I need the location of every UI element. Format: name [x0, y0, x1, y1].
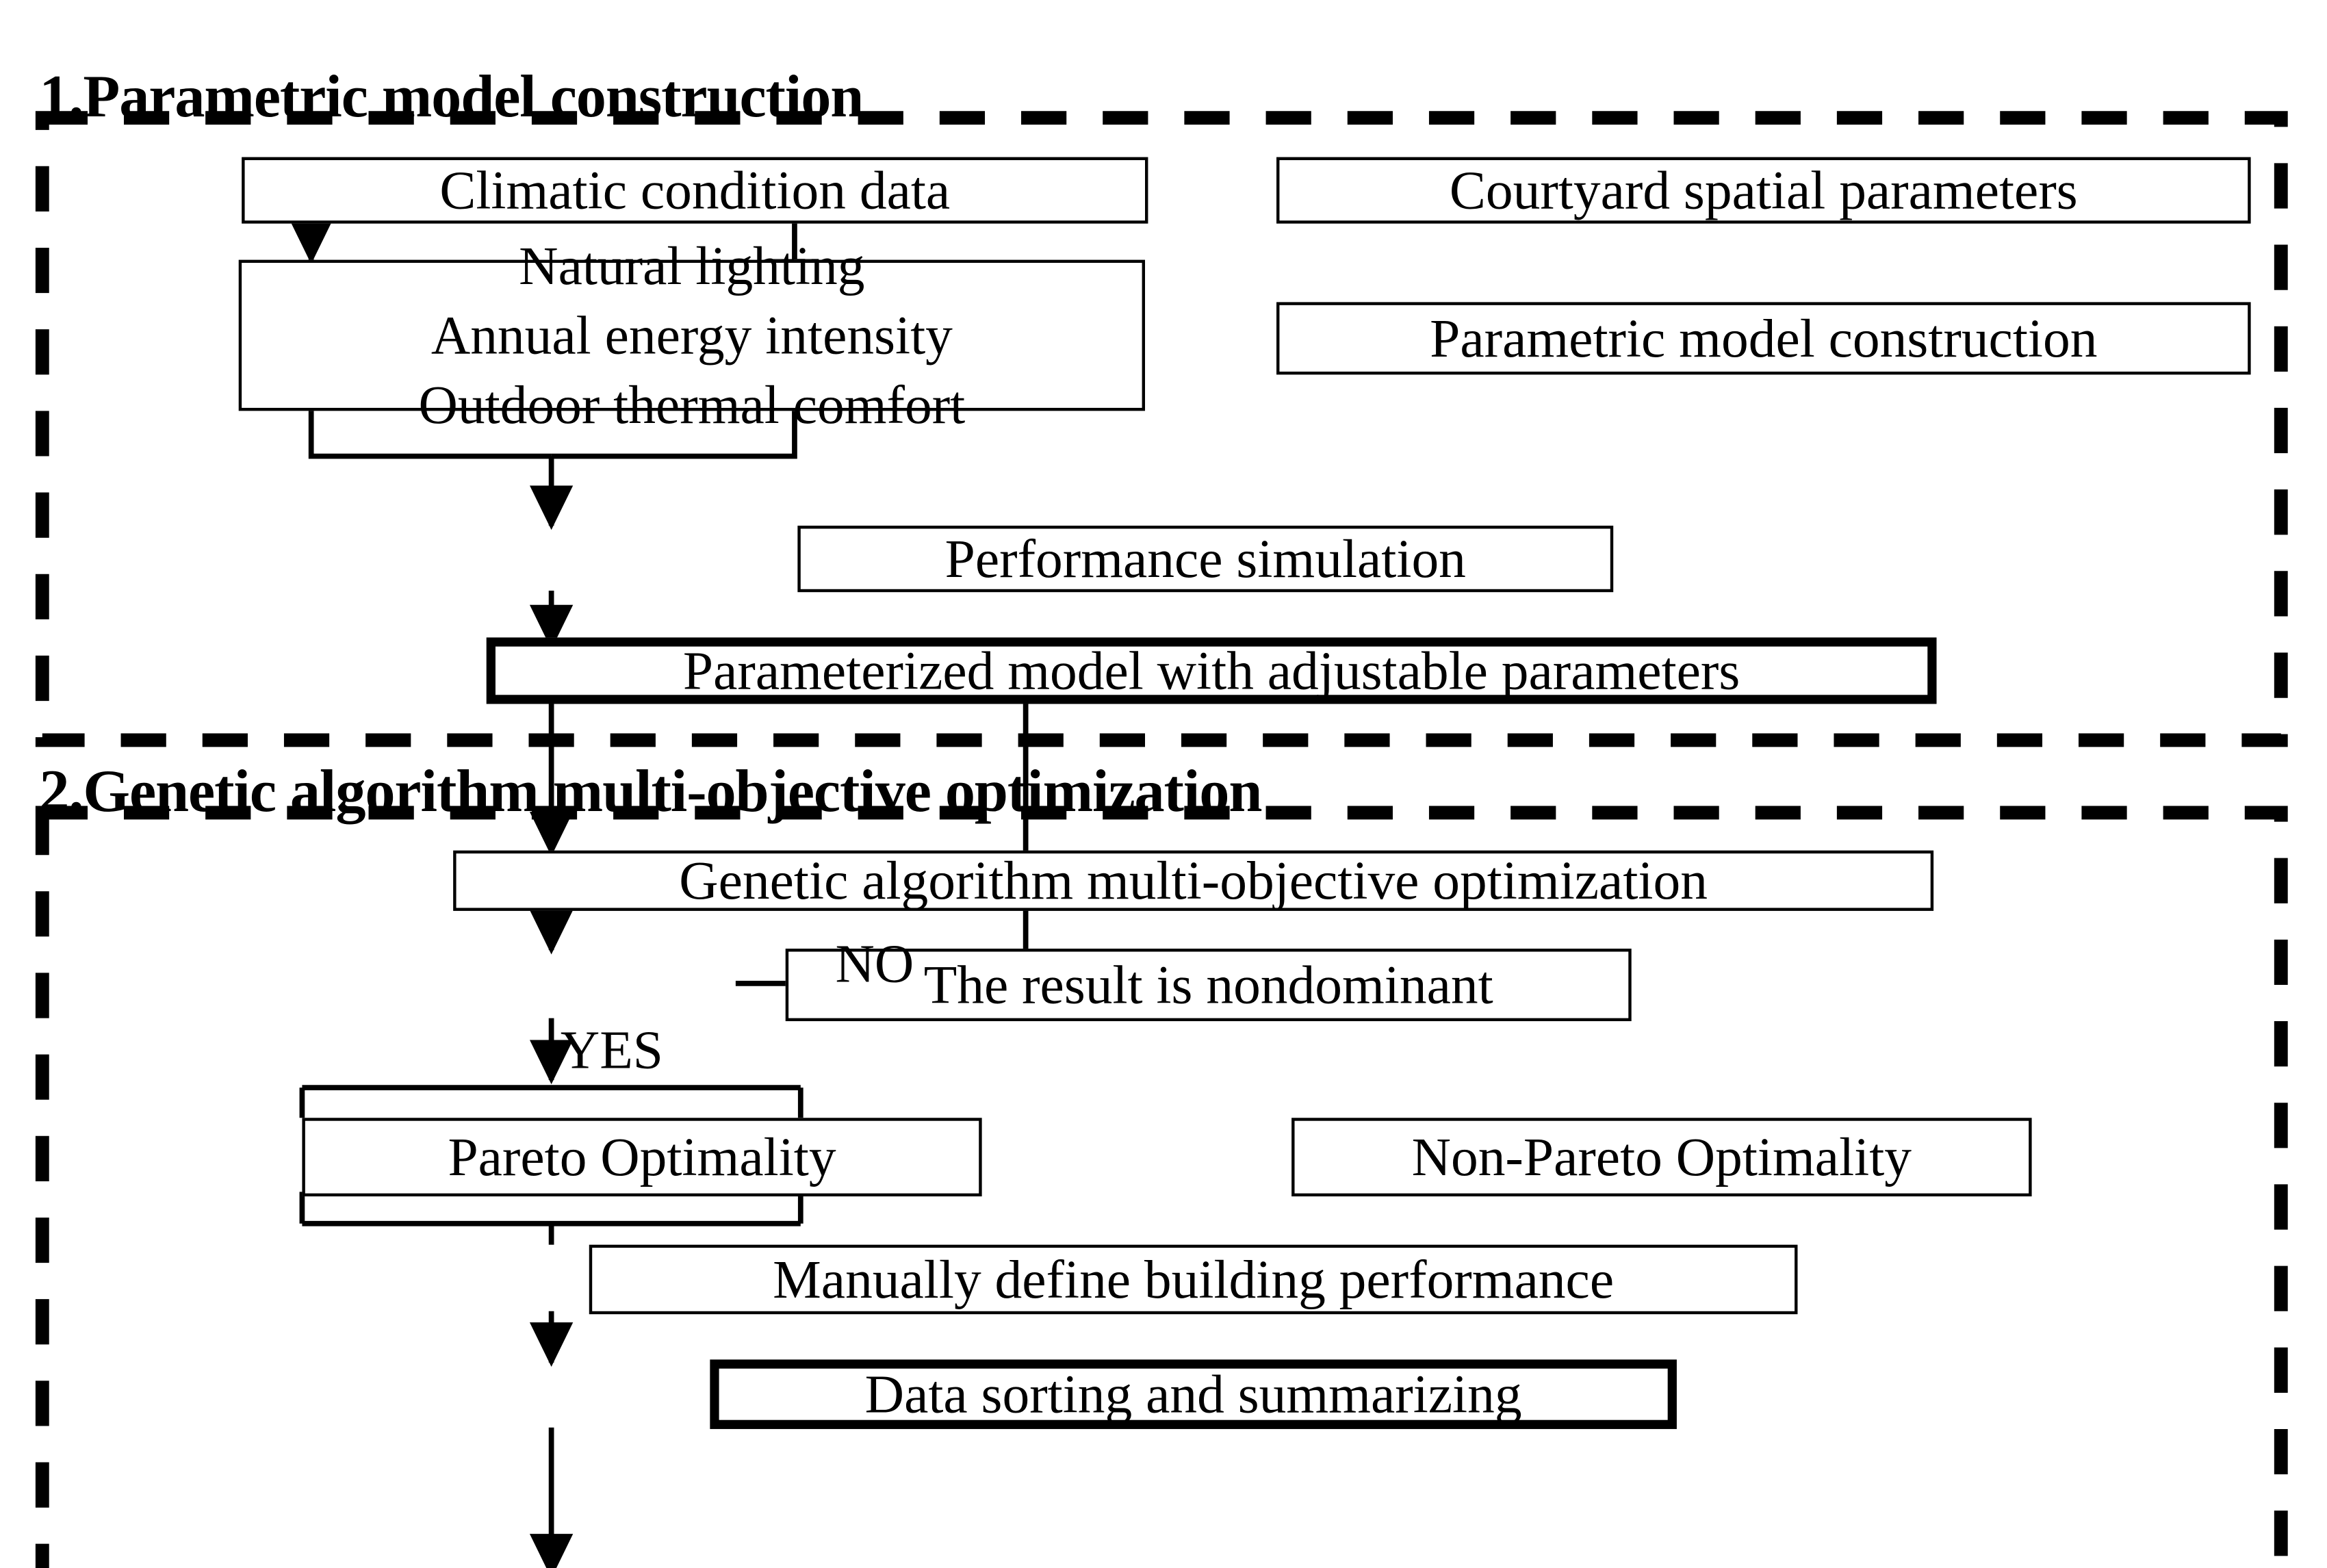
- node-parameterized-model[interactable]: Parameterized model with adjustable para…: [486, 637, 1937, 704]
- node-performance-objectives[interactable]: Natural lighting Annual energy intensity…: [238, 235, 1146, 435]
- node-non-pareto-optimality[interactable]: Non-Pareto Optimality: [1291, 1118, 2032, 1197]
- node-result-is-nondominant[interactable]: The result is nondominant: [785, 949, 1632, 1022]
- edge-label-yes: YES: [560, 1019, 663, 1081]
- node-parametric-model-construction[interactable]: Parametric model construction: [1276, 302, 2251, 375]
- node-genetic-algorithm-optimization[interactable]: Genetic algorithm multi-objective optimi…: [453, 851, 1934, 911]
- node-climatic-condition-data[interactable]: Climatic condition data: [242, 157, 1148, 224]
- section-1-title: 1.Parametric model construction: [39, 62, 864, 130]
- connector-objectives-merge: [308, 409, 552, 459]
- section-1-dashed-frame: [35, 111, 2288, 747]
- section-2-title: 2.Genetic algorithm multi-objective opti…: [39, 756, 1262, 825]
- node-courtyard-spatial-parameters[interactable]: Courtyard spatial parameters: [1276, 157, 2251, 224]
- node-data-sorting-and-summarizing[interactable]: Data sorting and summarizing: [710, 1359, 1677, 1429]
- node-manually-define-building-performance[interactable]: Manually define building performance: [589, 1244, 1798, 1315]
- node-performance-simulation[interactable]: Performance simulation: [797, 526, 1614, 593]
- edge-label-no: NO: [835, 934, 914, 994]
- node-pareto-optimality[interactable]: Pareto Optimality: [302, 1118, 982, 1197]
